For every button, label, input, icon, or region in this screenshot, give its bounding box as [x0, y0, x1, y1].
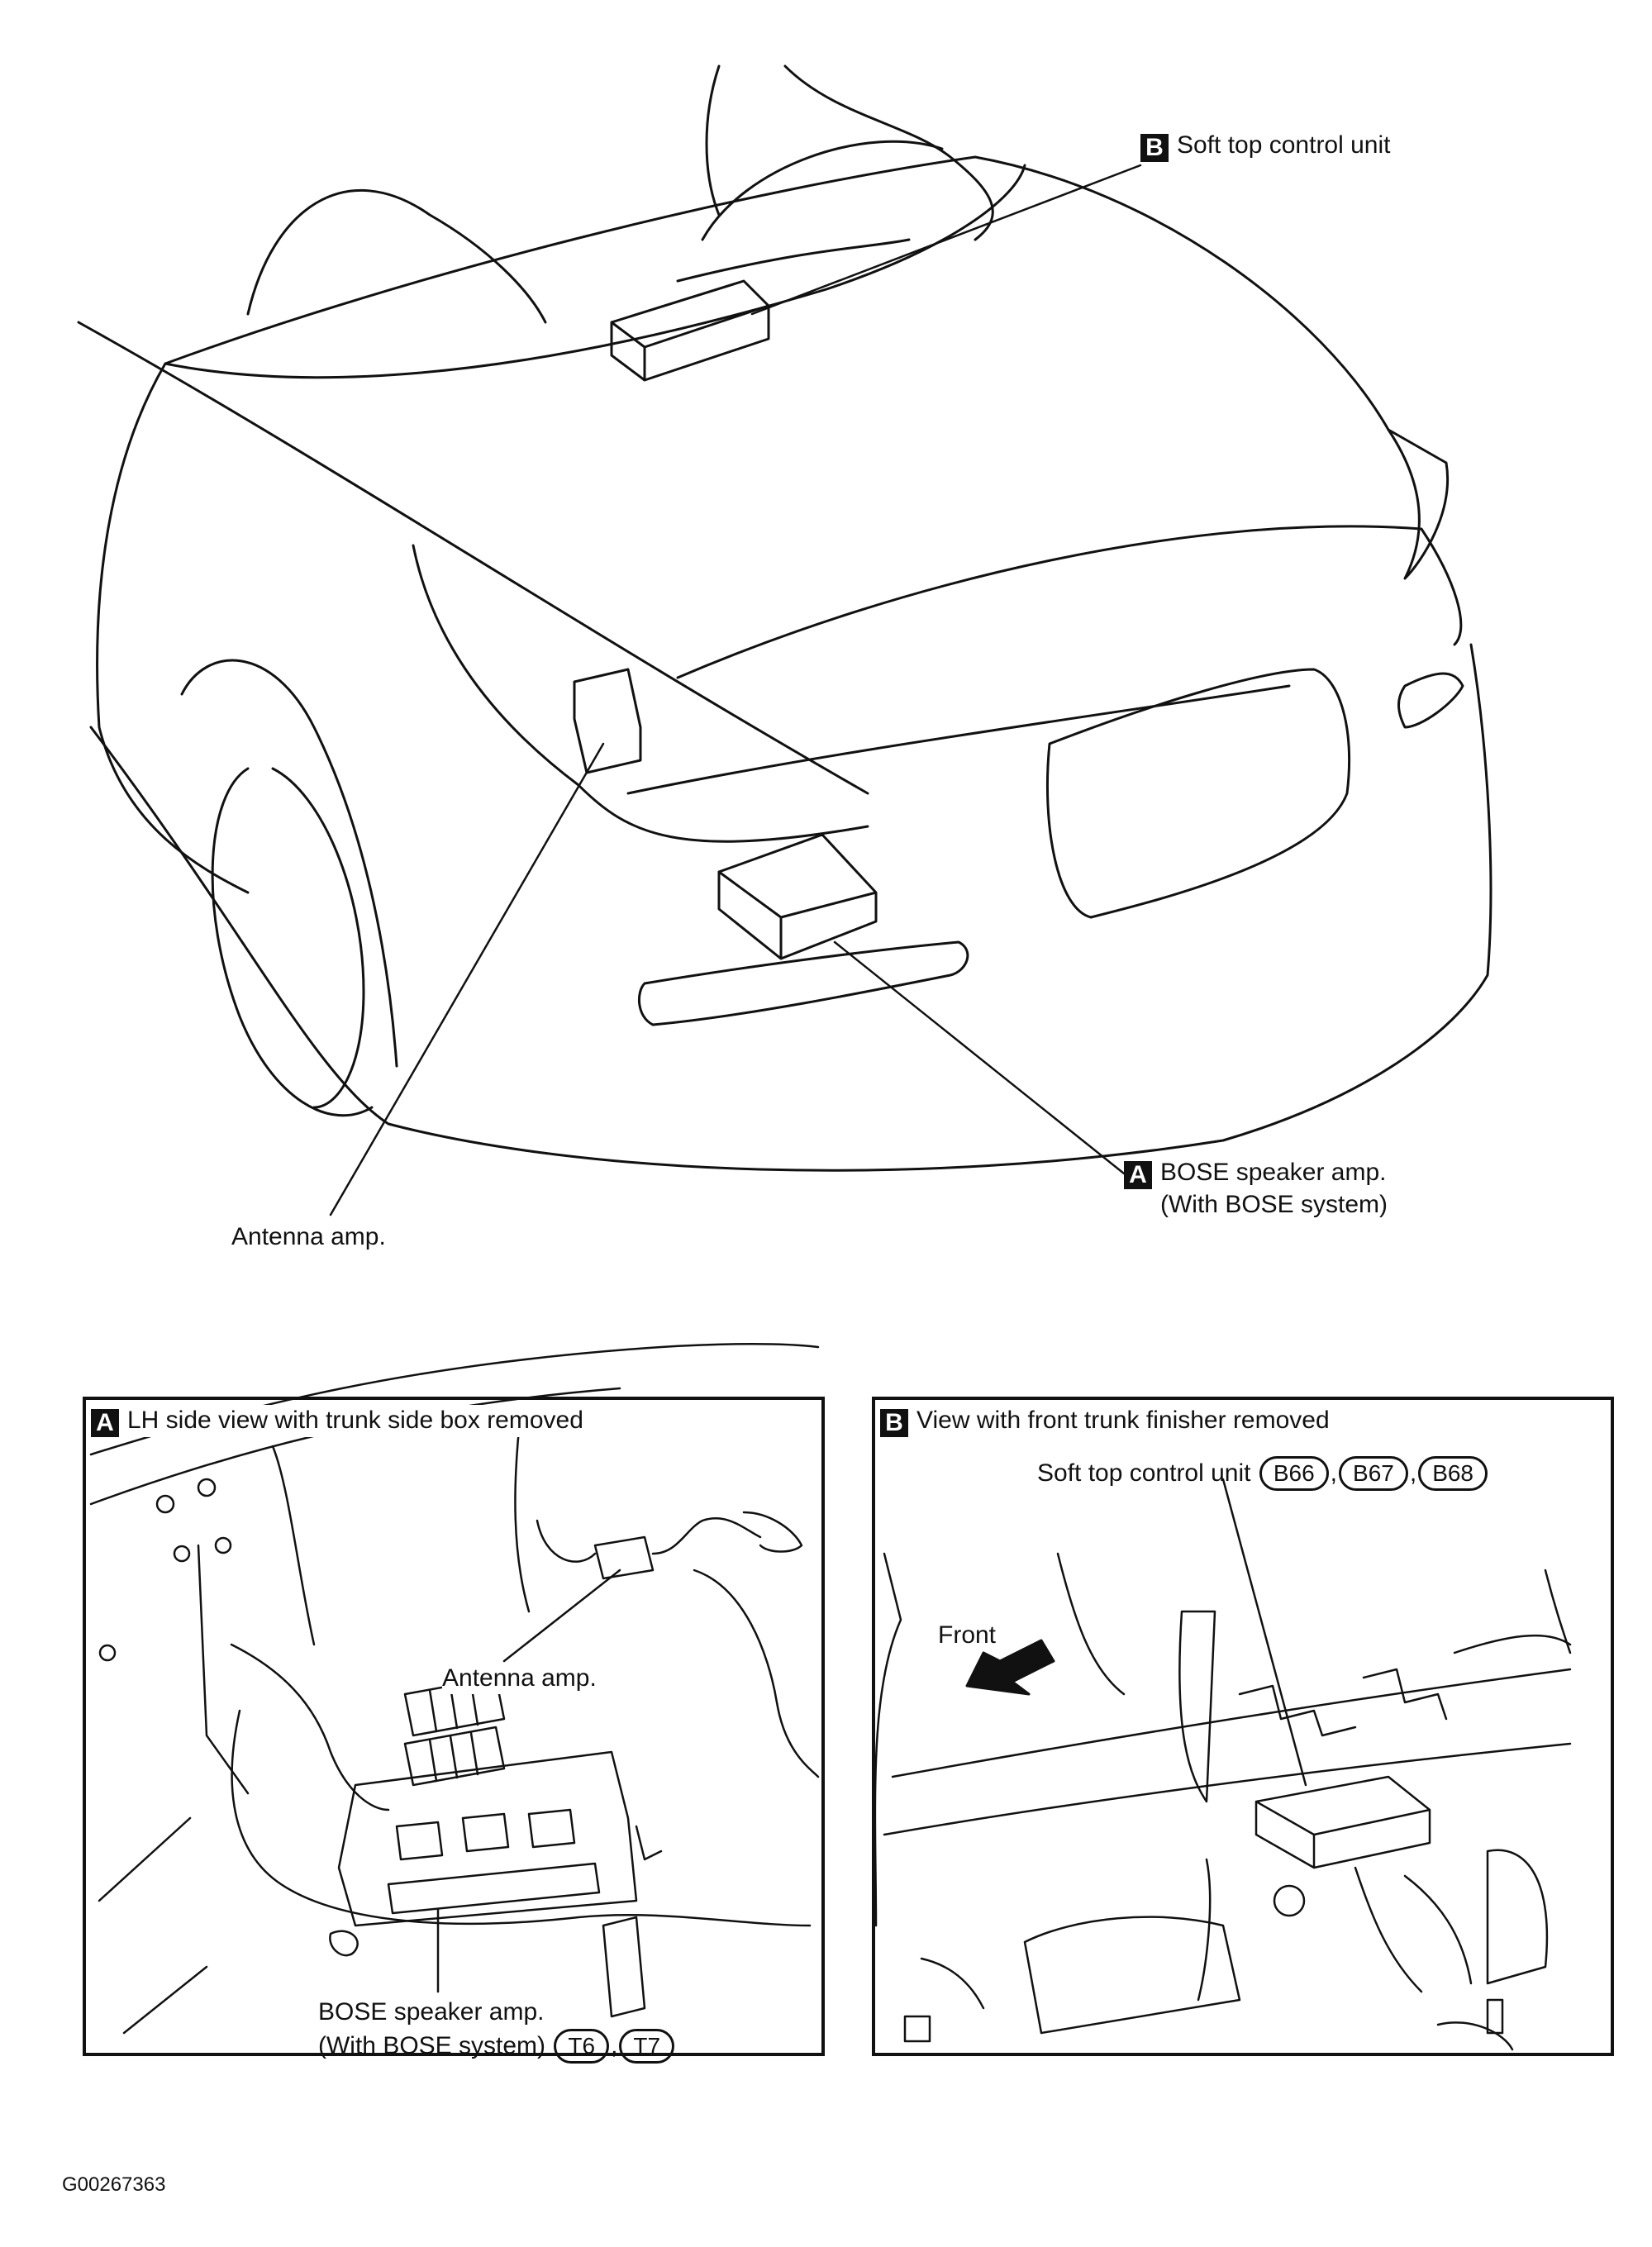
- label-line1: BOSE speaker amp.: [1160, 1159, 1387, 1186]
- connector-t7: T7: [619, 2029, 675, 2064]
- callout-tag-b: B: [1140, 134, 1169, 162]
- panel-a-title: A LH side view with trunk side box remove…: [91, 1405, 590, 1437]
- panel-a-antenna-label: Antenna amp.: [442, 1663, 597, 1694]
- front-direction-label: Front: [938, 1621, 997, 1649]
- overview-leader-lines: [329, 164, 1142, 1216]
- connector-t6: T6: [554, 2029, 610, 2064]
- label-soft-top-control-unit: B Soft top control unit: [1140, 130, 1391, 162]
- connector-b68: B68: [1418, 1456, 1488, 1491]
- panel-b-tag: B: [880, 1409, 908, 1437]
- panel-a-bose-label: BOSE speaker amp. (With BOSE system) T6,…: [318, 1996, 676, 2064]
- connector-separator: ,: [1330, 1459, 1338, 1487]
- callout-tag-a: A: [1124, 1161, 1152, 1189]
- panel-a-title-text: LH side view with trunk side box removed: [127, 1407, 583, 1434]
- label-text: Soft top control unit: [1177, 131, 1391, 159]
- label-antenna-amp: Antenna amp.: [231, 1223, 386, 1250]
- panel-a-bose-line1: BOSE speaker amp.: [318, 1998, 545, 2026]
- panel-b-unit-label: Soft top control unit B66,B67,B68: [1037, 1456, 1489, 1491]
- panel-b-artwork: [874, 1478, 1572, 2051]
- panel-b-title-text: View with front trunk finisher removed: [916, 1407, 1330, 1434]
- panel-a-bose-line2: (With BOSE system): [318, 2032, 546, 2059]
- connector-b67: B67: [1339, 1456, 1408, 1491]
- label-line2: (With BOSE system): [1160, 1191, 1388, 1218]
- car-rear-overview: [77, 64, 1493, 1172]
- connector-separator: ,: [1409, 1459, 1417, 1487]
- panel-a-tag: A: [91, 1409, 119, 1437]
- detail-panel-a: [83, 1397, 825, 2056]
- connector-separator: ,: [611, 2032, 618, 2059]
- label-bose-speaker-amp: A BOSE speaker amp. (With BOSE system): [1124, 1157, 1388, 1221]
- panel-b-unit-text: Soft top control unit: [1037, 1459, 1251, 1487]
- panel-b-title: B View with front trunk finisher removed: [880, 1405, 1336, 1437]
- figure-reference-code: G00267363: [62, 2173, 166, 2196]
- front-arrow-icon: [965, 1639, 1055, 1696]
- connector-b66: B66: [1259, 1456, 1329, 1491]
- detail-panel-b: [872, 1397, 1614, 2056]
